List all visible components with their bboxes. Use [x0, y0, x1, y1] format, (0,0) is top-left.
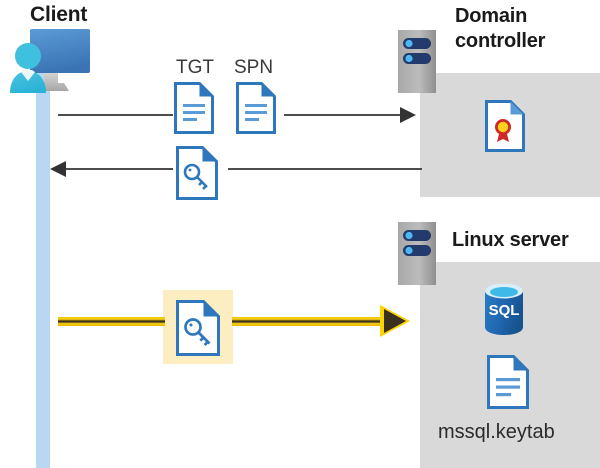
domain-controller-label-line2: controller — [455, 30, 546, 52]
client-lifeline — [36, 64, 50, 468]
sql-database-icon: SQL — [480, 282, 528, 338]
spn-caption: SPN — [234, 57, 274, 78]
user-monitor-icon — [8, 27, 94, 95]
flow-service-ticket-arrowhead-inner — [384, 309, 406, 333]
flow-response-line-right — [228, 168, 422, 170]
document-key-icon — [176, 146, 218, 200]
flow-service-ticket-line-right — [232, 317, 384, 326]
document-key-icon — [176, 300, 220, 356]
server-rack-icon — [398, 30, 436, 93]
linux-server-label: Linux server — [452, 229, 569, 251]
document-text-icon — [174, 82, 214, 134]
svg-text:SQL: SQL — [489, 302, 520, 319]
flow-request-arrowhead — [400, 107, 416, 123]
keytab-filename-label: mssql.keytab — [438, 421, 555, 443]
document-icon — [487, 355, 529, 409]
document-text-icon — [236, 82, 276, 134]
flow-response-arrowhead — [50, 161, 66, 177]
server-rack-icon — [398, 222, 436, 285]
domain-controller-label: Domain controller — [455, 4, 595, 54]
flow-service-ticket-line-left — [58, 317, 165, 326]
flow-request-line-left — [58, 114, 173, 116]
certificate-document-icon — [485, 100, 525, 152]
tgt-caption: TGT — [176, 57, 214, 78]
flow-response-line-left — [64, 168, 173, 170]
domain-controller-label-line1: Domain — [455, 5, 528, 27]
client-label: Client — [30, 3, 88, 26]
flow-request-line-right — [284, 114, 402, 116]
